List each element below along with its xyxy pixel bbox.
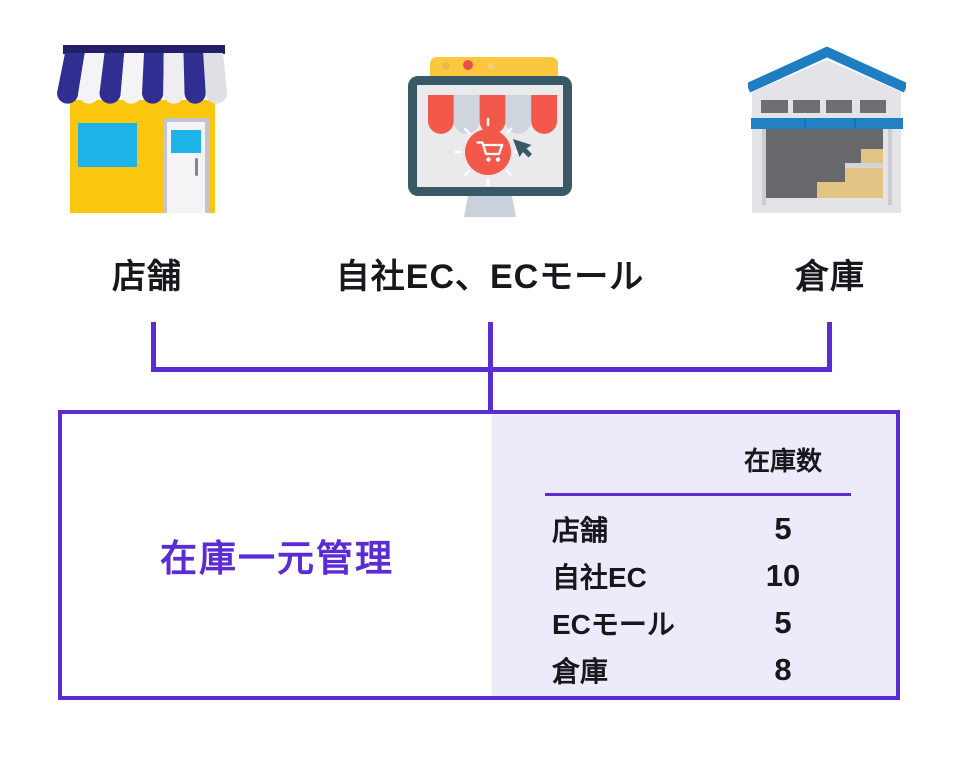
row-value: 5 — [774, 604, 792, 640]
inventory-count-header: 在庫数 — [743, 446, 822, 476]
label-warehouse: 倉庫 — [795, 258, 865, 296]
row-value: 8 — [774, 651, 792, 687]
management-box: 在庫一元管理 在庫数 店舗 5 自社EC 10 ECモール 5 — [58, 410, 900, 700]
row-label: 自社EC — [552, 561, 647, 593]
row-value: 5 — [774, 510, 792, 546]
connector-stub-warehouse — [827, 322, 832, 372]
row-value: 10 — [765, 557, 801, 593]
inventory-table: 店舗 5 自社EC 10 ECモール 5 倉庫 8 — [545, 505, 851, 693]
connector-stub-store — [151, 322, 156, 372]
row-label: 店舗 — [552, 514, 609, 546]
table-row: 自社EC 10 — [545, 552, 851, 599]
row-label: 倉庫 — [552, 655, 609, 687]
management-title-area: 在庫一元管理 — [62, 414, 492, 696]
label-store: 店舗 — [112, 258, 182, 296]
row-label: ECモール — [552, 608, 675, 640]
crate-stairs — [817, 149, 883, 198]
warehouse-icon — [745, 45, 909, 220]
storefront-icon — [57, 43, 227, 218]
online-shop-icon — [404, 45, 574, 222]
table-row: ECモール 5 — [545, 599, 851, 646]
connector-bracket — [151, 367, 832, 372]
label-ec: 自社EC、ECモール — [335, 258, 645, 296]
cart-glyph — [476, 141, 504, 162]
inventory-table-header: 在庫数 — [545, 441, 851, 496]
inventory-panel: 在庫数 店舗 5 自社EC 10 ECモール 5 倉庫 8 — [492, 414, 896, 696]
management-title: 在庫一元管理 — [160, 538, 394, 579]
table-row: 店舗 5 — [545, 505, 851, 552]
table-row: 倉庫 8 — [545, 646, 851, 693]
